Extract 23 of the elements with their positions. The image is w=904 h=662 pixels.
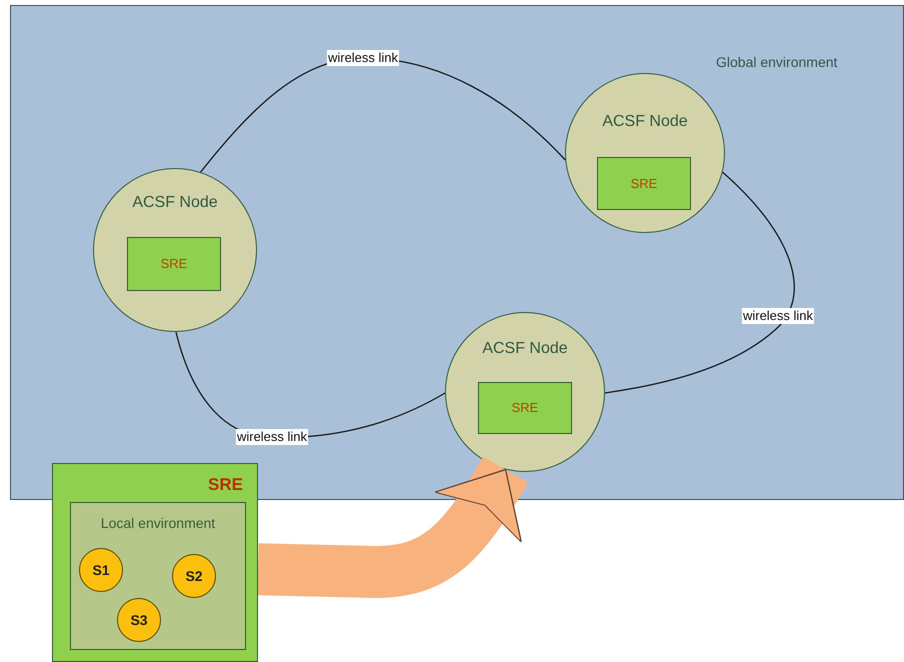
component-box — [478, 382, 572, 434]
component-label: SRE — [208, 474, 243, 496]
environment-panel — [70, 502, 246, 650]
service-label: S1 — [92, 560, 110, 580]
component-label: SRE — [160, 255, 188, 274]
node-title: ACSF Node — [131, 193, 219, 213]
component-box — [597, 157, 691, 210]
service-label: S2 — [185, 566, 203, 586]
component-label: SRE — [512, 399, 538, 418]
node-title: ACSF Node — [481, 339, 569, 359]
edge-label: wireless link — [236, 429, 308, 445]
connector-line — [604, 172, 795, 394]
node-title: ACSF Node — [601, 112, 689, 132]
block-arrow — [257, 456, 528, 598]
panel-title: Local environment — [100, 514, 216, 533]
component-label: SRE — [630, 174, 658, 193]
environment-panel — [10, 5, 904, 500]
edge-label: wireless link — [326, 50, 400, 66]
service-label: S3 — [130, 610, 148, 630]
component-box — [127, 237, 221, 291]
panel-title: Global environment — [716, 53, 838, 72]
component-box — [52, 463, 258, 662]
edge-label: wireless link — [742, 308, 814, 324]
